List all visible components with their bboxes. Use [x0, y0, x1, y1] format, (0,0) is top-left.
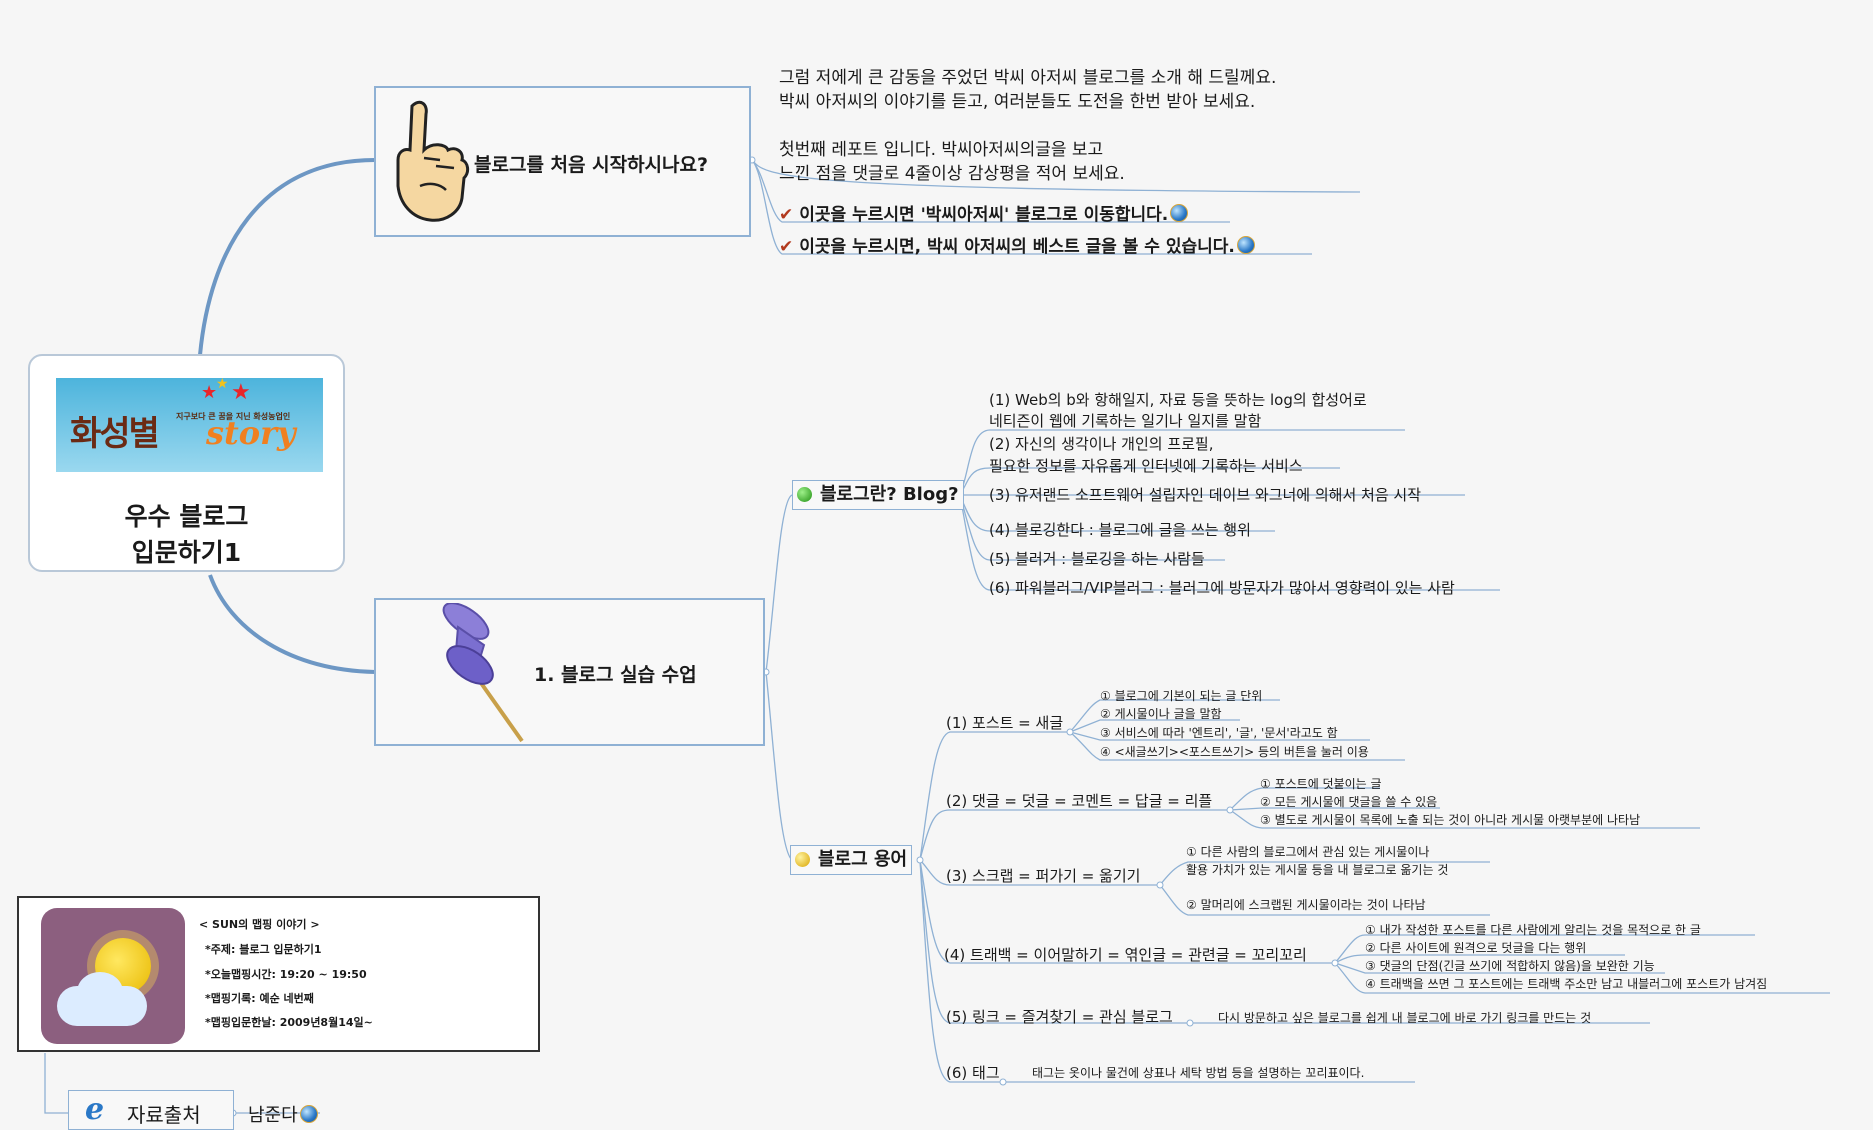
term-sub: ④ 트래백을 쓰면 그 포스트에는 트래백 주소만 남고 내블러그에 포스트가 …: [1365, 977, 1768, 991]
yellow-dot-icon: [795, 852, 810, 867]
logo-tagline: 지구보다 큰 꿈을 지닌 화성농업인: [176, 412, 291, 421]
blog-item: (3) 유저랜드 소프트웨어 설립자인 데이브 와그너에 의해서 처음 시작: [989, 486, 1421, 504]
mapping-info-card: < SUN의 맵핑 이야기 > *주제: 블로그 입문하기1 *오늘맵핑시간: …: [17, 896, 540, 1052]
blog-item: (4) 블로깅한다 : 블로그에 글을 쓰는 행위: [989, 521, 1251, 539]
term-sub: ② 말머리에 스크랩된 게시물이라는 것이 나타남: [1186, 898, 1426, 912]
note-line: 느낀 점을 댓글로 4줄이상 감상평을 적어 보세요.: [779, 164, 1125, 184]
star-icon: ★: [201, 382, 218, 403]
source-node[interactable]: e 자료출처: [68, 1090, 234, 1130]
term-sub: 활용 가치가 있는 게시물 등을 내 블로그로 옮기는 것: [1186, 863, 1449, 877]
info-card-line: *오늘맵핑시간: 19:20 ~ 19:50: [205, 968, 367, 981]
blog-item: 네티즌이 웹에 기록하는 일기나 일지를 말함: [989, 412, 1262, 430]
blog-terms-node[interactable]: 블로그 용어: [790, 845, 913, 875]
blog-item: (6) 파워블러그/VIP블러그 : 블러그에 방문자가 많아서 영향력이 있는…: [989, 579, 1455, 597]
blog-item: (5) 블러거 : 블로깅을 하는 사람들: [989, 550, 1205, 568]
blog-item: (1) Web의 b와 항해일지, 자료 등을 뜻하는 log의 합성어로: [989, 391, 1367, 409]
info-card-line: *맵핑입문한날: 2009년8월14일~: [205, 1016, 373, 1029]
term-sub: ③ 별도로 게시물이 목록에 노출 되는 것이 아니라 게시물 아랫부분에 나타…: [1260, 813, 1641, 827]
term-sub: ① 포스트에 덧붙이는 글: [1260, 777, 1382, 791]
logo-text: 화성별: [70, 414, 160, 454]
logo-banner: ★ ★ ★ 지구보다 큰 꿈을 지닌 화성농업인 화성별 story: [56, 376, 323, 472]
globe-icon[interactable]: [299, 1105, 318, 1123]
checkmark-icon: ✔: [779, 237, 794, 257]
term-label[interactable]: (2) 댓글 = 덧글 = 코멘트 = 답글 = 리플: [946, 792, 1213, 810]
term-sub: ① 다른 사람의 블로그에서 관심 있는 게시물이나: [1186, 845, 1430, 859]
star-icon: ★: [231, 380, 251, 405]
term-sub: 태그는 옷이나 물건에 상표나 세탁 방법 등을 설명하는 꼬리표이다.: [1032, 1066, 1365, 1080]
note-line: 그럼 저에게 큰 감동을 주었던 박씨 아저씨 블로그를 소개 해 드릴께요.: [779, 68, 1277, 88]
branch-node-start-blog[interactable]: 블로그를 처음 시작하시나요?: [374, 86, 751, 237]
term-sub: ③ 서비스에 따라 '엔트리', '글', '문서'라고도 함: [1100, 726, 1338, 740]
term-label[interactable]: (6) 태그: [946, 1064, 1000, 1082]
info-card-line: *주제: 블로그 입문하기1: [205, 943, 322, 956]
info-card-header: < SUN의 맵핑 이야기 >: [199, 918, 320, 931]
link-label[interactable]: 이곳을 누르시면 '박씨아저씨' 블로그로 이동합니다.: [799, 205, 1169, 225]
checkmark-icon: ✔: [779, 205, 794, 225]
branch-node-blog-practice[interactable]: 1. 블로그 실습 수업: [374, 598, 765, 746]
term-label[interactable]: (5) 링크 = 즐겨찾기 = 관심 블로그: [946, 1008, 1173, 1026]
info-card-line: *맵핑기록: 예순 네번째: [205, 992, 314, 1005]
blog-item: 필요한 정보를 자유롭게 인터넷에 기록하는 서비스: [989, 457, 1303, 475]
link-item[interactable]: ✔이곳을 누르시면, 박씨 아저씨의 베스트 글을 볼 수 있습니다.: [779, 232, 1255, 257]
cloud-icon: [77, 972, 123, 1012]
green-dot-icon: [797, 487, 812, 502]
root-title-line2: 입문하기1: [131, 538, 242, 567]
root-title-line1: 우수 블로그: [124, 502, 249, 531]
root-node[interactable]: ★ ★ ★ 지구보다 큰 꿈을 지닌 화성농업인 화성별 story 우수 블로…: [28, 354, 345, 572]
globe-icon[interactable]: [1236, 236, 1255, 254]
logo-script: story: [206, 414, 296, 452]
star-icon: ★: [216, 376, 229, 392]
note-line: [779, 114, 1276, 138]
term-sub: ② 모든 게시물에 댓글을 쓸 수 있음: [1260, 795, 1438, 809]
note-line: 박씨 아저씨의 이야기를 듣고, 여러분들도 도전을 한번 받아 보세요.: [779, 92, 1256, 112]
link-label[interactable]: 이곳을 누르시면, 박씨 아저씨의 베스트 글을 볼 수 있습니다.: [799, 237, 1235, 257]
term-sub: ③ 댓글의 단점(긴글 쓰기에 적합하지 않음)을 보완한 기능: [1365, 959, 1655, 973]
term-sub: ① 내가 작성한 포스트를 다른 사람에게 알리는 것을 목적으로 한 글: [1365, 923, 1701, 937]
link-item[interactable]: ✔이곳을 누르시면 '박씨아저씨' 블로그로 이동합니다.: [779, 200, 1189, 225]
term-label[interactable]: (4) 트래백 = 이어말하기 = 엮인글 = 관련글 = 꼬리꼬리: [944, 946, 1307, 964]
source-link[interactable]: 남준다: [248, 1101, 318, 1127]
term-sub: 다시 방문하고 싶은 블로그를 쉽게 내 블로그에 바로 가기 링크를 만드는 …: [1218, 1011, 1592, 1025]
term-sub: ② 게시물이나 글을 말함: [1100, 707, 1222, 721]
branch1-title: 블로그를 처음 시작하시나요?: [474, 154, 709, 176]
term-label[interactable]: (3) 스크랩 = 퍼가기 = 옮기기: [946, 867, 1141, 885]
pointing-hand-icon: [396, 100, 470, 222]
blog-definition-node[interactable]: 블로그란? Blog?: [792, 480, 964, 510]
term-label[interactable]: (1) 포스트 = 새글: [946, 714, 1064, 732]
term-sub: ① 블로그에 기본이 되는 글 단위: [1100, 689, 1263, 703]
pushpin-icon: [442, 603, 524, 743]
blog-item: (2) 자신의 생각이나 개인의 프로필,: [989, 435, 1214, 453]
internet-explorer-icon: e: [85, 1092, 105, 1127]
blog-definition-title: 블로그란? Blog?: [820, 484, 959, 505]
blog-terms-title: 블로그 용어: [818, 849, 908, 870]
source-label: 자료출처: [127, 1103, 201, 1127]
term-sub: ② 다른 사이트에 원격으로 덧글을 다는 행위: [1365, 941, 1587, 955]
branch2-title: 1. 블로그 실습 수업: [534, 664, 697, 686]
term-sub: ④ <새글쓰기><포스트쓰기> 등의 버튼을 눌러 이용: [1100, 745, 1369, 759]
branch1-note: 그럼 저에게 큰 감동을 주었던 박씨 아저씨 블로그를 소개 해 드릴께요. …: [779, 66, 1276, 186]
globe-icon[interactable]: [1170, 204, 1189, 222]
sun-cloud-icon: [41, 908, 185, 1044]
note-line: 첫번째 레포트 입니다. 박씨아저씨의글을 보고: [779, 140, 1104, 160]
source-value[interactable]: 남준다: [248, 1105, 298, 1126]
